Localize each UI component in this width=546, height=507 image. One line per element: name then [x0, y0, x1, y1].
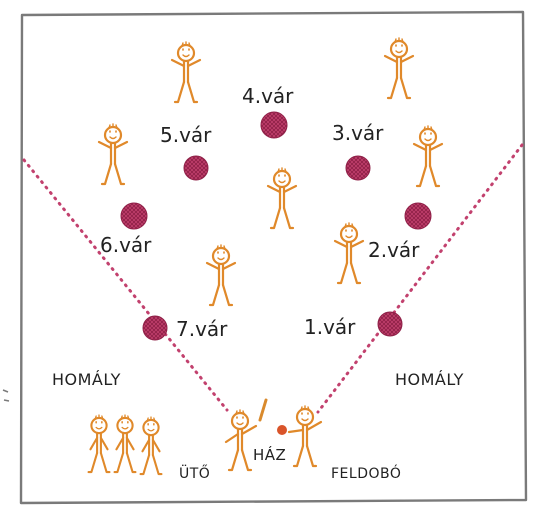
- frame-tick: [4, 400, 9, 401]
- bat-icon: [260, 400, 266, 420]
- outfielder-figure: [172, 42, 200, 102]
- uto-label: ÜTŐ: [179, 464, 210, 482]
- waiting-batter-figure: [89, 415, 110, 472]
- base-5-marker: [184, 156, 208, 180]
- base-5-label: 5.vár: [160, 123, 212, 147]
- base-7-marker: [143, 316, 167, 340]
- waiting-batter-figure: [115, 415, 136, 472]
- batter-figure: [226, 410, 256, 470]
- fielder-figure: [335, 223, 363, 283]
- feldobo-label: FELDOBÓ: [331, 464, 401, 482]
- ball-icon: [277, 425, 287, 435]
- outfielder-figure: [385, 38, 413, 98]
- base-2-marker: [405, 203, 431, 229]
- pitcher-figure: [289, 406, 321, 466]
- base-3-marker: [346, 156, 370, 180]
- base-6-label: 6.vár: [100, 233, 152, 257]
- fielder-figure: [99, 124, 127, 184]
- base-1-marker: [378, 312, 402, 336]
- frame-tick: [3, 390, 8, 392]
- base-6-marker: [121, 203, 147, 229]
- fielder-figure: [268, 168, 296, 228]
- homaly-right-label: HOMÁLY: [395, 370, 464, 389]
- base-4-label: 4.vár: [242, 84, 294, 108]
- base-1-label: 1.vár: [304, 315, 356, 339]
- waiting-batter-figure: [141, 417, 162, 474]
- base-3-label: 3.vár: [332, 121, 384, 145]
- fielder-figure: [414, 126, 442, 186]
- haz-label: HÁZ: [253, 445, 286, 464]
- fielder-figure: [207, 245, 235, 305]
- homaly-left-label: HOMÁLY: [52, 370, 121, 389]
- base-4-marker: [261, 112, 287, 138]
- base-2-label: 2.vár: [368, 238, 420, 262]
- base-7-label: 7.vár: [176, 317, 228, 341]
